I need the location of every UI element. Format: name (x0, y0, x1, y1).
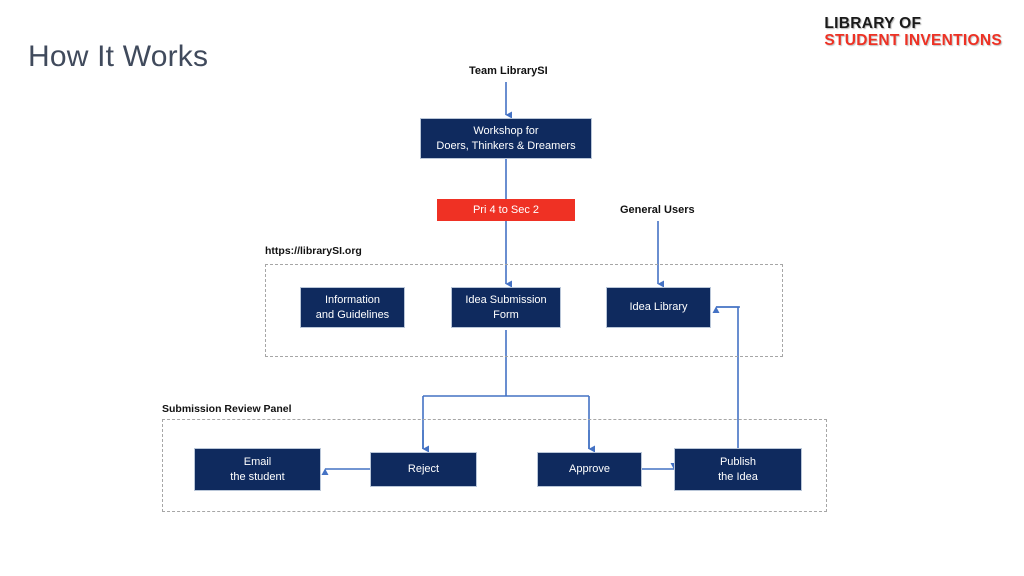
node-workshop-text: Workshop for Doers, Thinkers & Dreamers (432, 124, 579, 154)
node-publish-text: Publish the Idea (714, 455, 762, 485)
node-submission-line2: Form (493, 308, 519, 321)
node-idea-library-label: Idea Library (629, 301, 688, 314)
node-reject[interactable]: Reject (370, 452, 477, 487)
node-information-line2: and Guidelines (315, 308, 390, 321)
node-information-text: Information and Guidelines (312, 293, 393, 323)
node-information-guidelines[interactable]: Information and Guidelines (300, 287, 405, 328)
node-approve-label: Approve (569, 463, 610, 476)
node-publish-line1: Publish (719, 455, 757, 468)
node-email-text: Email the student (226, 455, 288, 485)
node-submission-text: Idea Submission Form (461, 293, 550, 323)
node-email-the-student[interactable]: Email the student (194, 448, 321, 491)
node-reject-label: Reject (407, 463, 440, 476)
node-submission-line1: Idea Submission (465, 293, 547, 306)
node-workshop[interactable]: Workshop for Doers, Thinkers & Dreamers (420, 118, 592, 159)
label-general-users: General Users (620, 204, 695, 216)
node-approve[interactable]: Approve (537, 452, 642, 487)
group-website-boundary (265, 264, 783, 357)
path-submission-split (422, 330, 590, 449)
node-workshop-line1: Workshop for (473, 124, 539, 137)
logo: LIBRARY OF STUDENT INVENTIONS (824, 15, 1002, 49)
node-idea-library[interactable]: Idea Library (606, 287, 711, 328)
group-website-caption: https://librarySI.org (265, 245, 362, 257)
group-review-panel-boundary (162, 419, 827, 512)
node-workshop-line2: Doers, Thinkers & Dreamers (436, 139, 576, 152)
logo-line-library-of: LIBRARY OF (824, 15, 922, 32)
group-review-panel-caption: Submission Review Panel (162, 403, 292, 415)
node-audience-badge-label: Pri 4 to Sec 2 (472, 203, 540, 216)
logo-line-student-inventions: STUDENT INVENTIONS (824, 31, 1002, 49)
node-information-line1: Information (324, 293, 380, 306)
node-idea-submission-form[interactable]: Idea Submission Form (451, 287, 561, 328)
node-publish-the-idea[interactable]: Publish the Idea (674, 448, 802, 491)
page-title: How It Works (28, 40, 209, 73)
node-audience-badge[interactable]: Pri 4 to Sec 2 (437, 199, 575, 221)
node-email-line2: the student (230, 470, 285, 483)
node-publish-line2: the Idea (718, 470, 758, 483)
label-team-librarysi: Team LibrarySI (469, 65, 548, 77)
node-email-line1: Email (243, 455, 272, 468)
